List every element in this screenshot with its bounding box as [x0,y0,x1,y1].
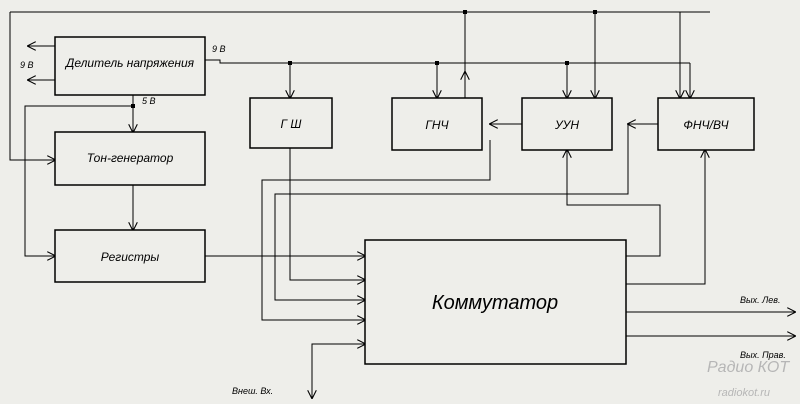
noise-gen-label: Г Ш [281,117,303,131]
label-9v-left: 9 В [20,60,34,70]
block-volume-amp: УУН [521,97,613,151]
wire-switch-to-uun [567,150,661,257]
label-5v: 5 В [142,96,156,106]
junction-dots [131,10,597,108]
block-registers: Регистры [54,229,206,283]
bus-9v-mid [205,59,690,64]
block-noise-gen: Г Ш [249,97,333,149]
watermark: Радио КОТ radiokot.ru [707,359,790,399]
wire-5v-to-registers [24,105,133,256]
label-ext-input: Внеш. Вх. [232,386,273,396]
volume-amp-label: УУН [554,118,579,132]
block-filter: ФНЧ/ВЧ [657,97,755,151]
wire-filter-line [274,124,629,300]
block-divider: Делитель напряжения [54,36,206,96]
wire-left-rail [9,12,55,160]
wire-ext-input [311,344,365,388]
watermark-name: Радио КОТ [707,359,790,376]
label-9v-right: 9 В [212,44,226,54]
divider-label: Делитель напряжения [64,56,195,70]
tone-generator-label: Тон-генератор [87,151,174,165]
label-out-right: Вых. Прав. [740,350,786,360]
block-lf-gen: ГНЧ [391,97,483,151]
wire-switch-to-filter [626,150,705,285]
wires [9,10,795,398]
label-out-left: Вых. Лев. [740,295,781,305]
wire-gsh-to-switch [289,148,365,280]
lf-gen-label: ГНЧ [425,118,449,132]
watermark-url: radiokot.ru [718,387,770,399]
registers-label: Регистры [101,250,160,264]
filter-label: ФНЧ/ВЧ [683,118,729,132]
wire-uun-to-switch [261,140,491,320]
block-switch: Коммутатор [364,239,627,365]
switch-label: Коммутатор [432,292,558,314]
block-tone-generator: Тон-генератор [54,131,206,186]
